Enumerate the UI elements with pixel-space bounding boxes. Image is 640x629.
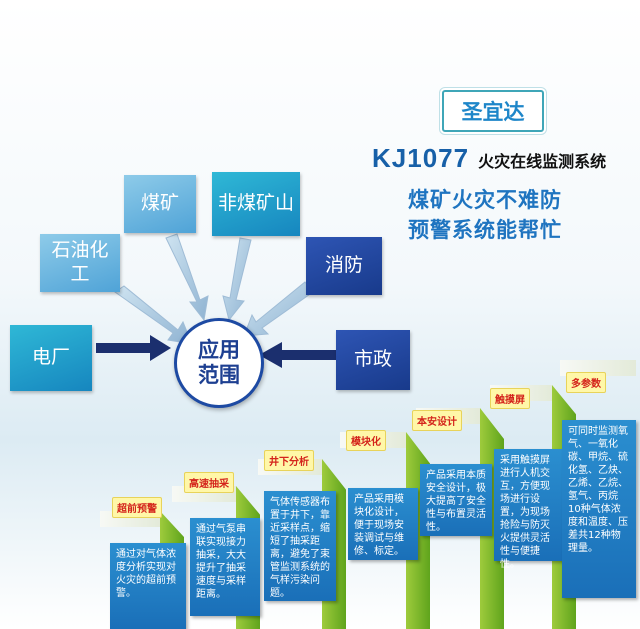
app-box-coal-mine: 煤矿: [124, 175, 196, 233]
feature-tag-3: 井下分析: [264, 450, 314, 471]
feature-tag-5: 本安设计: [412, 410, 462, 431]
feature-panel-3: 气体传感器布置于井下，靠近采样点，缩短了抽采距离，避免了束管监测系统的气样污染问…: [264, 491, 336, 601]
feature-tag-2: 高速抽采: [184, 472, 234, 493]
slogan-line-2: 预警系统能帮忙: [408, 218, 562, 242]
brand-badge: 圣宜达: [442, 90, 544, 132]
app-box-power-plant: 电厂: [10, 325, 92, 391]
feature-text-6: 采用触摸屏进行人机交互，方便现场进行设置，为现场抢险与防灭火提供灵活性与便捷性。: [500, 455, 550, 570]
app-box-petrochemical: 石油化工: [40, 234, 120, 292]
arrow-petrochem: [114, 285, 193, 345]
app-box-municipal: 市政: [336, 330, 410, 390]
slogan-line-1: 煤矿火灾不难防: [408, 188, 562, 212]
product-description: 火灾在线监测系统: [478, 152, 607, 171]
arrow-coal: [165, 233, 209, 322]
product-title: KJ1077 火灾在线监测系统: [372, 143, 634, 175]
feature-panel-4: 产品采用模块化设计，便于现场安装调试与维修、标定。: [348, 488, 418, 560]
app-label-non-coal-mine: 非煤矿山: [218, 192, 295, 215]
arrow-noncoal: [222, 237, 252, 322]
feature-text-3: 气体传感器布置于井下，靠近采样点，缩短了抽采距离，避免了束管监测系统的气样污染问…: [270, 497, 330, 599]
feature-text-2: 通过气泵串联实现接力抽采，大大提升了抽采速度与采样距离。: [196, 524, 246, 600]
feature-tag-1: 超前预警: [112, 497, 162, 518]
product-model: KJ1077: [372, 143, 470, 173]
feature-text-7: 可同时监测氧气、一氧化碳、甲烷、硫化氢、乙炔、乙烯、乙烷、氢气、丙烷10种气体浓…: [568, 426, 628, 554]
feature-panel-2: 通过气泵串联实现接力抽采，大大提升了抽采速度与采样距离。: [190, 518, 260, 616]
application-scope-label: 应用范围: [198, 337, 240, 387]
feature-text-4: 产品采用模块化设计，便于现场安装调试与维修、标定。: [354, 494, 404, 557]
arrow-power: [96, 335, 171, 361]
feature-tag-4: 模块化: [346, 430, 386, 451]
feature-tag-6: 触摸屏: [490, 388, 530, 409]
app-box-non-coal-mine: 非煤矿山: [212, 172, 300, 236]
application-scope-circle: 应用范围: [174, 318, 264, 408]
feature-panel-7: 可同时监测氧气、一氧化碳、甲烷、硫化氢、乙炔、乙烯、乙烷、氢气、丙烷10种气体浓…: [562, 420, 636, 598]
feature-panel-1: 通过对气体浓度分析实现对火灾的超前预警。: [110, 543, 186, 629]
app-box-fire-protection: 消防: [306, 237, 382, 295]
feature-text-1: 通过对气体浓度分析实现对火灾的超前预警。: [116, 549, 176, 599]
app-label-petrochemical: 石油化工: [51, 239, 109, 285]
brand-name: 圣宜达: [461, 100, 525, 124]
feature-panel-6: 采用触摸屏进行人机交互，方便现场进行设置，为现场抢险与防灭火提供灵活性与便捷性。: [494, 449, 564, 570]
feature-text-5: 产品采用本质安全设计，极大提高了安全性与布置灵活性。: [426, 470, 486, 533]
arrow-municipal: [259, 342, 336, 368]
feature-panel-5: 产品采用本质安全设计，极大提高了安全性与布置灵活性。: [420, 464, 492, 536]
feature-tag-7: 多参数: [566, 372, 606, 393]
arrow-fire: [243, 281, 314, 337]
